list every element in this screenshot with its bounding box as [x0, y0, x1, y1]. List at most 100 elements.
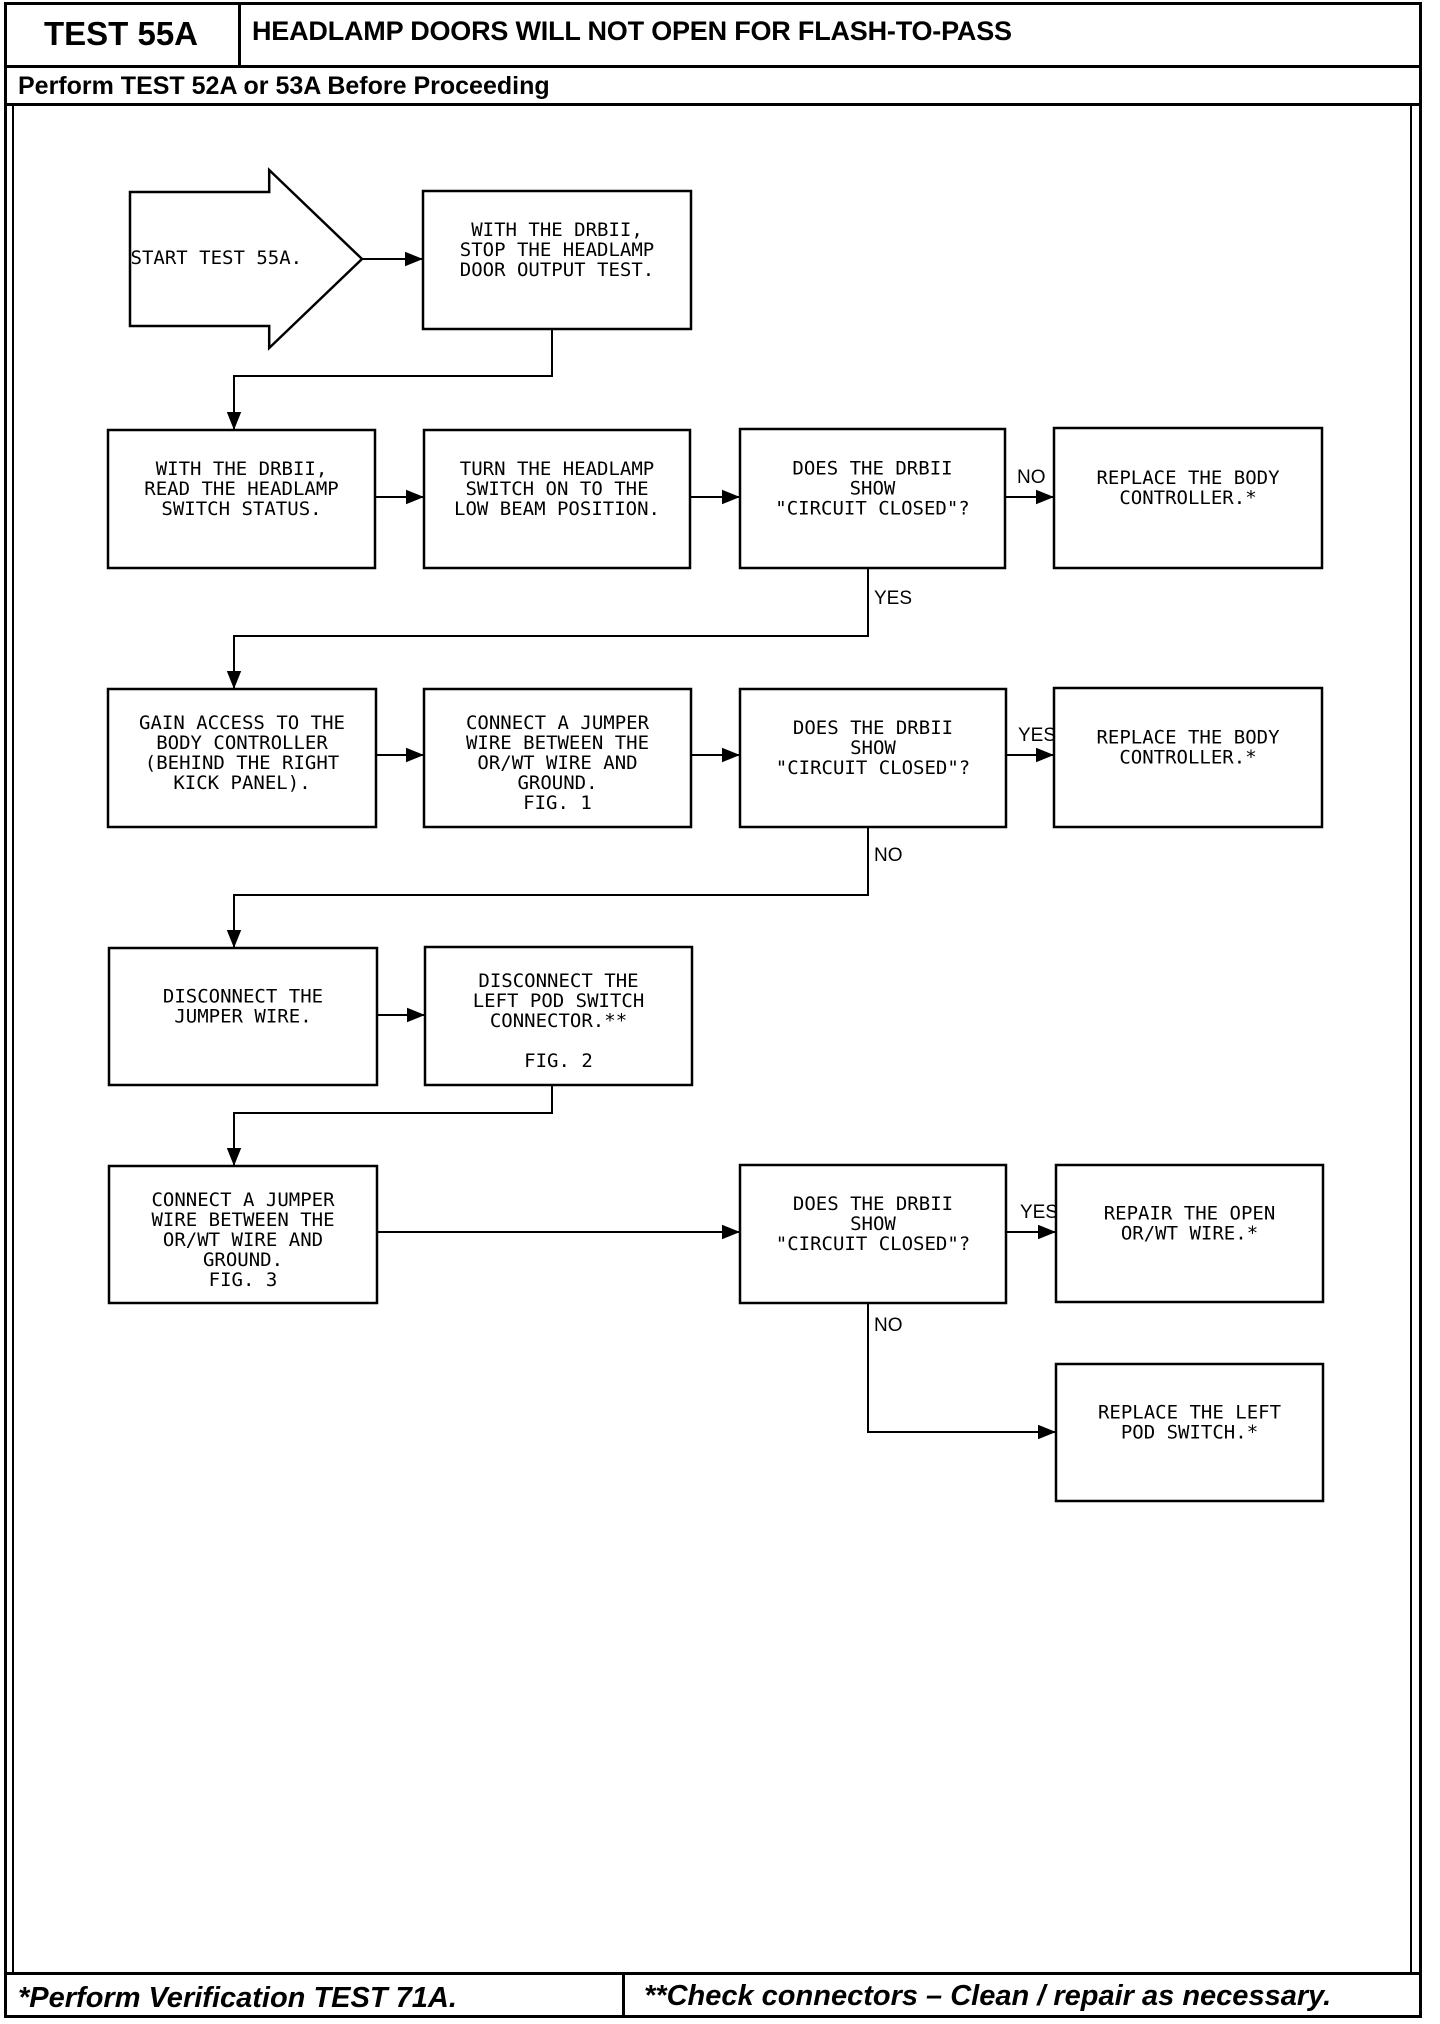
- flow-node-start: START TEST 55A.: [128, 167, 364, 351]
- edge-label: NO: [1017, 467, 1046, 488]
- node-text-line: STOP THE HEADLAMP: [460, 239, 654, 261]
- connector-line: [226, 329, 553, 430]
- flow-edge-decision-1-to-replace-body-1: NO: [1005, 467, 1054, 505]
- node-text-line: REPLACE THE BODY: [1096, 727, 1280, 749]
- node-text-line: SHOW: [850, 1213, 896, 1235]
- node-text-line: REPLACE THE BODY: [1096, 467, 1280, 489]
- node-text-line: WIRE BETWEEN THE: [151, 1209, 334, 1231]
- node-text-line: DOOR OUTPUT TEST.: [460, 259, 654, 281]
- node-text-line: LOW BEAM POSITION.: [454, 498, 660, 520]
- node-text-line: SHOW: [850, 478, 896, 500]
- node-text-line: REPLACE THE LEFT: [1098, 1402, 1281, 1424]
- node-text-line: WITH THE DRBII,: [471, 219, 643, 241]
- subtitle-divider: [4, 103, 1422, 106]
- node-text-line: CONTROLLER.*: [1119, 487, 1256, 509]
- footer-note-verification: *Perform Verification TEST 71A.: [18, 1982, 457, 2014]
- node-text-line: DOES THE DRBII: [793, 1193, 953, 1215]
- node-box: [107, 1164, 379, 1305]
- node-text-line: CONNECTOR.**: [490, 1010, 627, 1032]
- node-box: [423, 945, 694, 1087]
- node-text-line: GAIN ACCESS TO THE: [139, 712, 345, 734]
- node-text-line: SWITCH STATUS.: [161, 498, 321, 520]
- node-box: [1054, 1362, 1325, 1503]
- node-box: [422, 687, 693, 829]
- flow-edge-decision-3-to-replace-pod: NO: [867, 1303, 1056, 1440]
- page-subtitle: Perform TEST 52A or 53A Before Proceedin…: [18, 72, 550, 100]
- flow-edge-decision-3-to-repair-open: YES: [1006, 1202, 1058, 1240]
- node-box: [107, 946, 379, 1087]
- node-text-line: GROUND.: [203, 1249, 283, 1271]
- header-divider: [4, 65, 1422, 68]
- page-frame: [4, 2, 1422, 2018]
- node-box: [738, 687, 1008, 829]
- node-text-line: FIG. 2: [524, 1050, 593, 1072]
- footer-note-connectors: **Check connectors – Clean / repair as n…: [644, 1980, 1332, 2012]
- node-box: [1054, 1163, 1325, 1304]
- node-text-line: DOES THE DRBII: [793, 717, 953, 739]
- connector-line: [226, 1085, 553, 1166]
- node-text-line: DISCONNECT THE: [163, 986, 323, 1008]
- node-text-line: REPAIR THE OPEN: [1104, 1203, 1276, 1225]
- connector-line: [226, 827, 869, 948]
- node-text-line: OR/WT WIRE AND: [163, 1229, 323, 1251]
- node-text-line: CONNECT A JUMPER: [151, 1189, 335, 1211]
- flow-edge-stop-output-to-read-status: [226, 329, 553, 430]
- start-arrow-shape: [128, 167, 364, 351]
- node-text-line: CONTROLLER.*: [1119, 747, 1256, 769]
- edge-label: NO: [874, 1315, 903, 1336]
- node-text-line: START TEST 55A.: [131, 247, 303, 269]
- node-text-line: "CIRCUIT CLOSED"?: [776, 757, 970, 779]
- node-text-line: "CIRCUIT CLOSED"?: [776, 1233, 970, 1255]
- node-text-line: BODY CONTROLLER: [156, 732, 328, 754]
- edge-label: YES: [1020, 1202, 1058, 1223]
- node-text-line: WITH THE DRBII,: [156, 458, 328, 480]
- node-text-line: READ THE HEADLAMP: [144, 478, 338, 500]
- node-text-line: DOES THE DRBII: [792, 458, 952, 480]
- node-box: [106, 428, 377, 570]
- flowchart: START TEST 55A.WITH THE DRBII,STOP THE H…: [106, 167, 1325, 1503]
- edge-label: NO: [874, 845, 903, 866]
- node-box: [738, 427, 1007, 570]
- node-text-line: DISCONNECT THE: [478, 970, 638, 992]
- node-text-line: WIRE BETWEEN THE: [466, 732, 649, 754]
- node-box: [738, 1163, 1008, 1305]
- node-text-line: KICK PANEL).: [173, 772, 310, 794]
- connector-line: [226, 568, 869, 689]
- node-text-line: "CIRCUIT CLOSED"?: [775, 498, 969, 520]
- flow-edge-decision-1-to-gain-access: YES: [226, 568, 912, 689]
- edge-label: YES: [1018, 725, 1056, 746]
- edge-label: YES: [874, 588, 912, 609]
- node-text-line: FIG. 1: [523, 792, 592, 814]
- node-text-line: SWITCH ON TO THE: [465, 478, 648, 500]
- footer-divider: [622, 1972, 625, 2018]
- node-text-line: SHOW: [850, 737, 896, 759]
- page-title: HEADLAMP DOORS WILL NOT OPEN FOR FLASH-T…: [252, 16, 1012, 46]
- flow-edge-decision-2-to-replace-body-2: YES: [1006, 725, 1056, 763]
- node-box: [1052, 426, 1324, 570]
- node-text-line: CONNECT A JUMPER: [466, 712, 650, 734]
- flow-edge-decision-2-to-disconnect-jumper: NO: [226, 827, 903, 948]
- node-text-line: FIG. 3: [209, 1269, 278, 1291]
- node-box: [106, 687, 378, 829]
- node-box: [1052, 686, 1324, 829]
- node-text-line: GROUND.: [517, 772, 597, 794]
- flow-edge-disconnect-pod-to-connect-jumper-3: [226, 1085, 553, 1166]
- diagram-frame: [12, 106, 1412, 1974]
- node-text-line: OR/WT WIRE.*: [1121, 1223, 1258, 1245]
- node-text-line: JUMPER WIRE.: [174, 1006, 311, 1028]
